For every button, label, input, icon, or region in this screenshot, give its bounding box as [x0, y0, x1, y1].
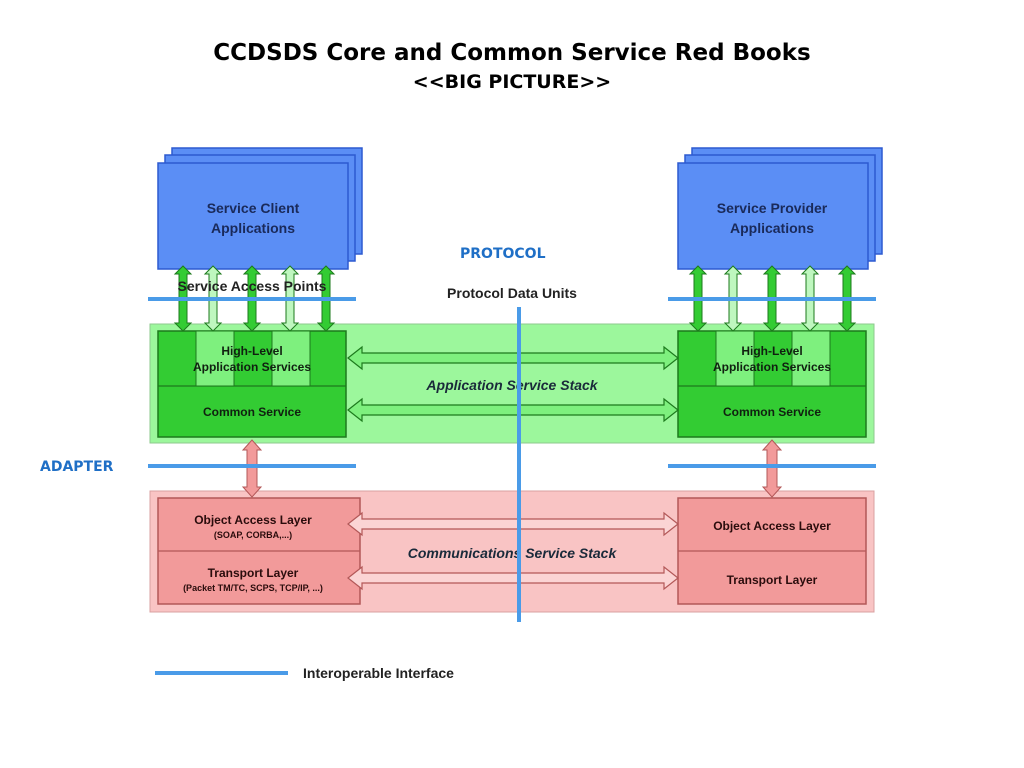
client-label-line1: Service Client [207, 200, 300, 216]
adapter-label: ADAPTER [40, 459, 114, 475]
protocol-label: PROTOCOL [460, 246, 546, 262]
left-adapter-arrow [241, 439, 263, 498]
right-high-level-line2: Application Services [713, 360, 831, 374]
comm-transport-double-arrow [347, 565, 679, 591]
right-communication-stack: Object Access Layer Transport Layer [677, 497, 867, 605]
right-sap-arrows [688, 265, 857, 332]
service-provider-applications: Service Provider Applications [677, 147, 883, 270]
left-high-level-line2: Application Services [193, 360, 311, 374]
left-common-service: Common Service [203, 405, 301, 419]
left-transport-layer: Transport Layer [208, 566, 299, 580]
left-high-level-line1: High-Level [221, 344, 282, 358]
right-transport-layer: Transport Layer [727, 573, 818, 587]
application-stack-label: Application Service Stack [425, 377, 598, 393]
service-access-points-label: Service Access Points [178, 278, 327, 294]
app-high-level-double-arrow [347, 345, 679, 371]
right-common-service: Common Service [723, 405, 821, 419]
legend-interface-label: Interoperable Interface [303, 665, 454, 681]
service-client-applications: Service Client Applications [157, 147, 363, 270]
left-application-stack: High-Level Application Services Common S… [157, 330, 347, 438]
comm-object-access-double-arrow [347, 511, 679, 537]
right-adapter-arrow [761, 439, 783, 498]
provider-label-line2: Applications [730, 220, 814, 236]
protocol-data-units-label: Protocol Data Units [447, 285, 577, 301]
left-transport-detail: (Packet TM/TC, SCPS, TCP/IP, ...) [183, 583, 323, 593]
page-subtitle: <<BIG PICTURE>> [412, 71, 612, 93]
right-high-level-line1: High-Level [741, 344, 802, 358]
right-object-access-layer: Object Access Layer [713, 519, 831, 533]
right-application-stack: High-Level Application Services Common S… [677, 330, 867, 438]
left-communication-stack: Object Access Layer (SOAP, CORBA,...) Tr… [157, 497, 361, 605]
app-common-double-arrow [347, 397, 679, 423]
left-object-access-detail: (SOAP, CORBA,...) [214, 530, 292, 540]
communication-stack-label: Communications Service Stack [408, 545, 618, 561]
provider-label-line1: Service Provider [717, 200, 828, 216]
left-object-access-layer: Object Access Layer [194, 513, 312, 527]
client-label-line2: Applications [211, 220, 295, 236]
page-title: CCDSDS Core and Common Service Red Books [213, 40, 811, 66]
